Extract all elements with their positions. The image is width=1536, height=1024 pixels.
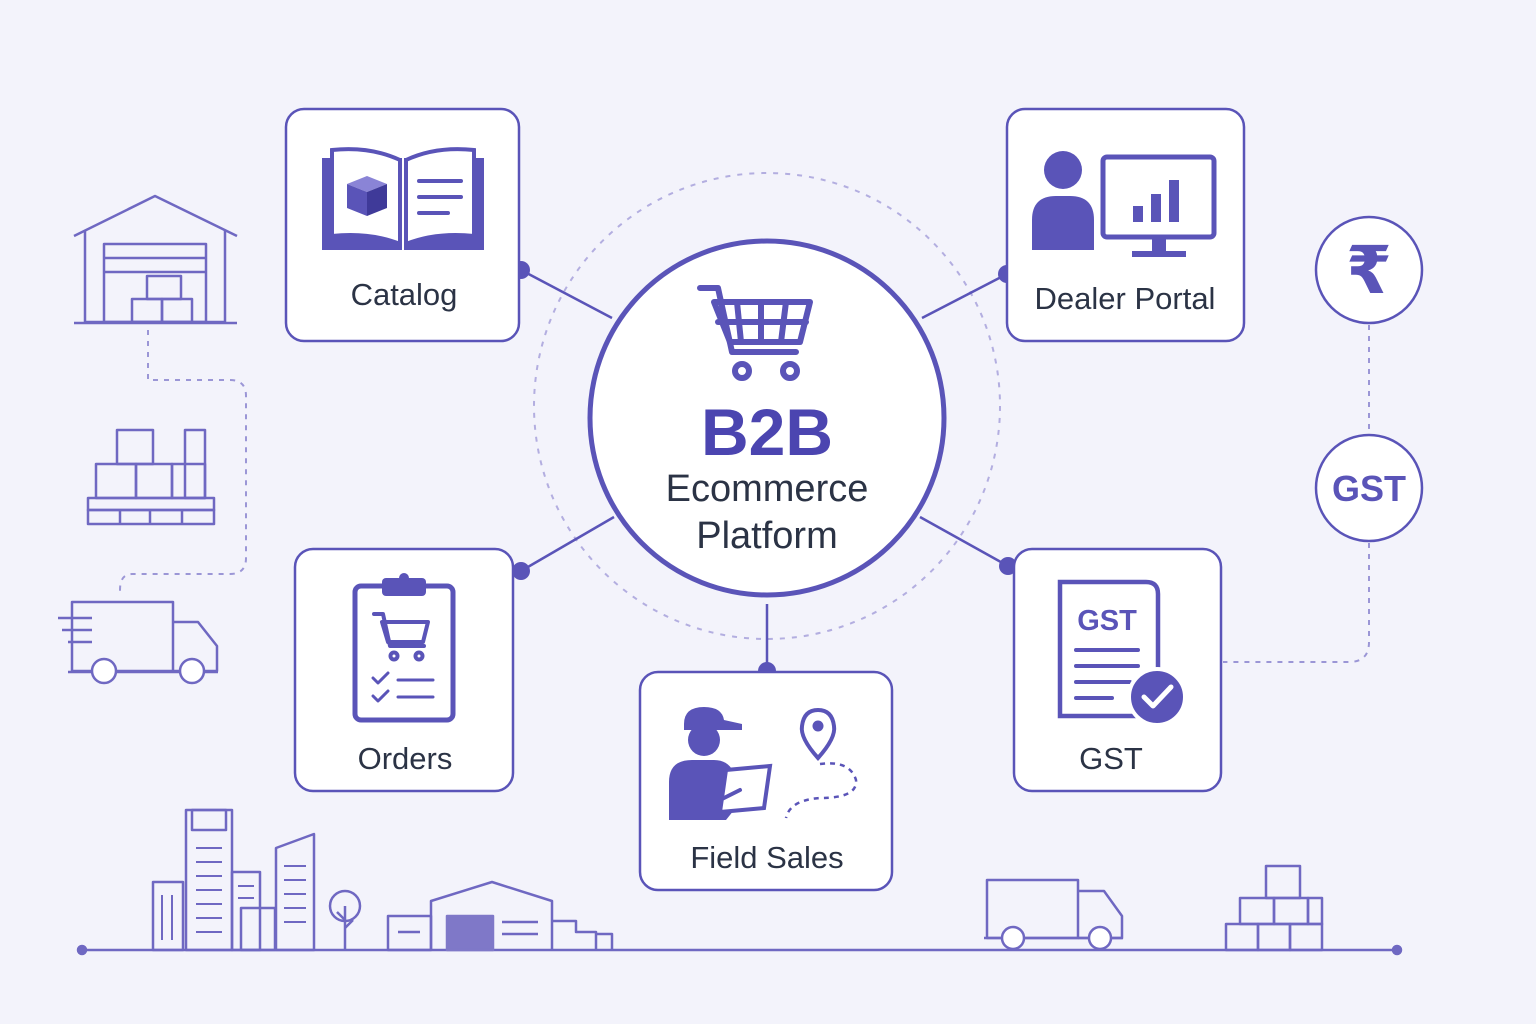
- delivery-truck-icon: [984, 878, 1124, 951]
- user-dashboard-icon: [1032, 151, 1217, 257]
- warehouse-icon: [73, 194, 238, 325]
- city-buildings-icon: [151, 808, 316, 952]
- clipboard-cart-icon: [352, 573, 456, 723]
- module-label: GST: [1079, 741, 1143, 776]
- hub-node: B2B Ecommerce Platform: [587, 238, 947, 598]
- module-card-gst[interactable]: GST GST: [1012, 547, 1223, 793]
- location-pin-icon: [799, 707, 837, 761]
- monitor-chart-icon: [1100, 154, 1217, 257]
- user-icon: [1044, 151, 1082, 189]
- connector-gst: [919, 515, 1009, 568]
- hub-subtitle-line1: Ecommerce: [666, 468, 869, 510]
- warehouse-building-icon: [386, 880, 614, 952]
- left-flow: [58, 194, 247, 685]
- module-card-catalog[interactable]: Catalog: [284, 107, 521, 343]
- hub-circle: [587, 238, 947, 598]
- delivery-truck-icon: [58, 600, 219, 685]
- rupee-icon: ₹: [1346, 233, 1392, 307]
- box-icon: [347, 176, 387, 216]
- module-card-orders[interactable]: Orders: [293, 547, 515, 793]
- gst-document-label: GST: [1077, 605, 1137, 637]
- open-book-icon: [322, 147, 484, 250]
- ground-end-dot: [76, 944, 88, 956]
- pallet-boxes-icon: [86, 428, 216, 526]
- hub-connectors: [520, 268, 1009, 671]
- ground-end-dot: [1391, 944, 1403, 956]
- tree-icon: [328, 889, 362, 950]
- module-label: Dealer Portal: [1035, 281, 1216, 316]
- gst-badge-label: GST: [1332, 468, 1406, 509]
- connector-dot: [999, 557, 1017, 575]
- gst-document-check-icon: GST: [1057, 579, 1187, 727]
- module-card-dealer-portal[interactable]: Dealer Portal: [1005, 107, 1246, 343]
- orbit-ring: [533, 172, 1001, 640]
- route-dashed-path: [784, 762, 858, 819]
- right-flow: ₹ GST: [1223, 215, 1424, 663]
- check-circle-icon: [1127, 667, 1187, 727]
- module-label: Field Sales: [690, 840, 843, 875]
- module-label: Orders: [358, 741, 453, 776]
- hub-title: B2B: [701, 395, 833, 469]
- module-label: Catalog: [351, 277, 458, 312]
- connector-orders: [520, 515, 615, 573]
- connector-catalog: [520, 268, 613, 320]
- connector-dot: [512, 562, 530, 580]
- connector-dealer-portal: [921, 272, 1008, 320]
- gst-badge: GST: [1314, 433, 1424, 543]
- module-card-field-sales[interactable]: Field Sales: [638, 670, 894, 892]
- stacked-boxes-icon: [1224, 864, 1324, 952]
- shopping-cart-icon: [697, 285, 813, 381]
- bottom-skyline: [76, 808, 1403, 956]
- sales-rep-icon: [669, 707, 773, 820]
- hub-subtitle-line2: Platform: [696, 515, 837, 557]
- rupee-badge: ₹: [1314, 215, 1424, 325]
